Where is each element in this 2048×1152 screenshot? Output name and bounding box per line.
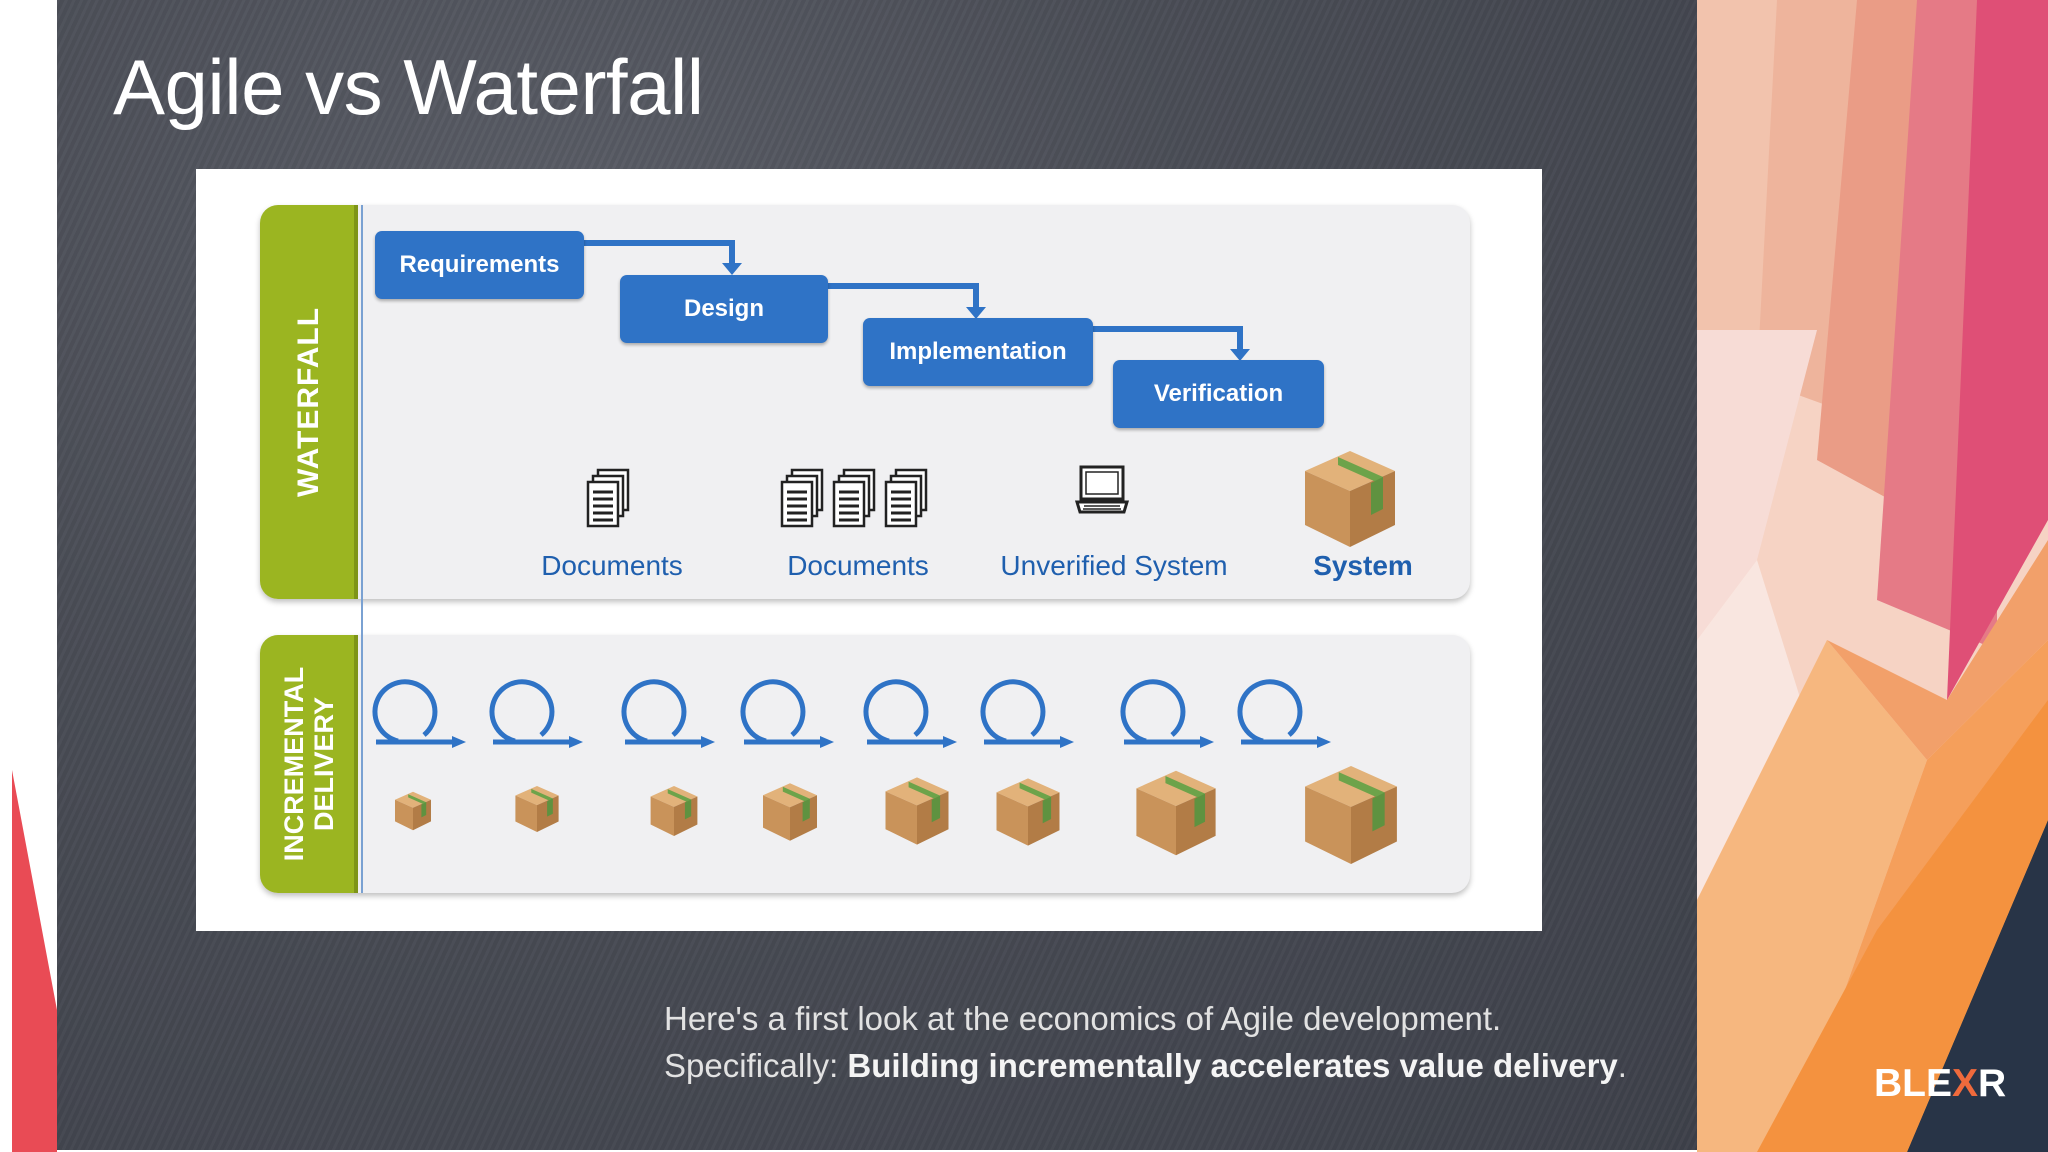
iteration-loop-icon-2 <box>492 682 583 748</box>
incremental-band: INCREMENTAL DELIVERY <box>260 635 1470 893</box>
red-edge-decoration <box>12 770 57 1152</box>
slide-caption: Here's a first look at the economics of … <box>664 995 1627 1089</box>
band-divider-line <box>361 205 363 893</box>
caption-emphasis: Building incrementally accelerates value… <box>847 1047 1618 1084</box>
laptop-icon <box>1074 465 1130 514</box>
blexr-logo: BLEXR <box>1874 1062 2006 1106</box>
iteration-loop-icon-3 <box>624 682 715 748</box>
caption-line-2: Specifically: Building incrementally acc… <box>664 1042 1627 1089</box>
slide-title: Agile vs Waterfall <box>113 43 704 131</box>
iteration-loop-icon-7 <box>1123 682 1214 748</box>
phase-implementation: Implementation <box>863 318 1093 386</box>
agile-waterfall-diagram: WATERFALL INCREMENTAL DELIVERY <box>196 169 1542 931</box>
artifact-label-documents-1: Documents <box>541 550 683 581</box>
caption-line-1: Here's a first look at the economics of … <box>664 1000 1502 1037</box>
incremental-delivery-label: INCREMENTAL DELIVERY <box>260 635 358 893</box>
document-stack-icon <box>586 468 630 528</box>
phase-connector-arrows <box>584 240 1250 361</box>
phase-requirements: Requirements <box>375 231 584 299</box>
iteration-loop-icon-6 <box>983 682 1074 748</box>
artifact-label-system: System <box>1313 550 1413 581</box>
waterfall-label: WATERFALL <box>260 205 358 599</box>
document-stacks-icon <box>780 468 928 528</box>
artifact-label-unverified-system: Unverified System <box>1000 550 1228 581</box>
iteration-loop-icon-4 <box>743 682 834 748</box>
iteration-loops <box>196 169 1331 748</box>
caption-prefix: Specifically: <box>664 1047 848 1084</box>
iteration-loop-icon-5 <box>866 682 957 748</box>
logo-text-right: R <box>1978 1062 2007 1105</box>
phase-verification: Verification <box>1113 360 1324 428</box>
caption-suffix: . <box>1617 1047 1627 1084</box>
geometric-decoration <box>1697 0 2048 1152</box>
iteration-loop-icon-1 <box>375 682 466 748</box>
logo-x-mark: X <box>1952 1062 1979 1105</box>
iteration-loop-icon-8 <box>1240 682 1331 748</box>
phase-design: Design <box>620 275 828 343</box>
artifact-label-documents-2: Documents <box>787 550 929 581</box>
logo-text-left: BLE <box>1874 1062 1952 1105</box>
